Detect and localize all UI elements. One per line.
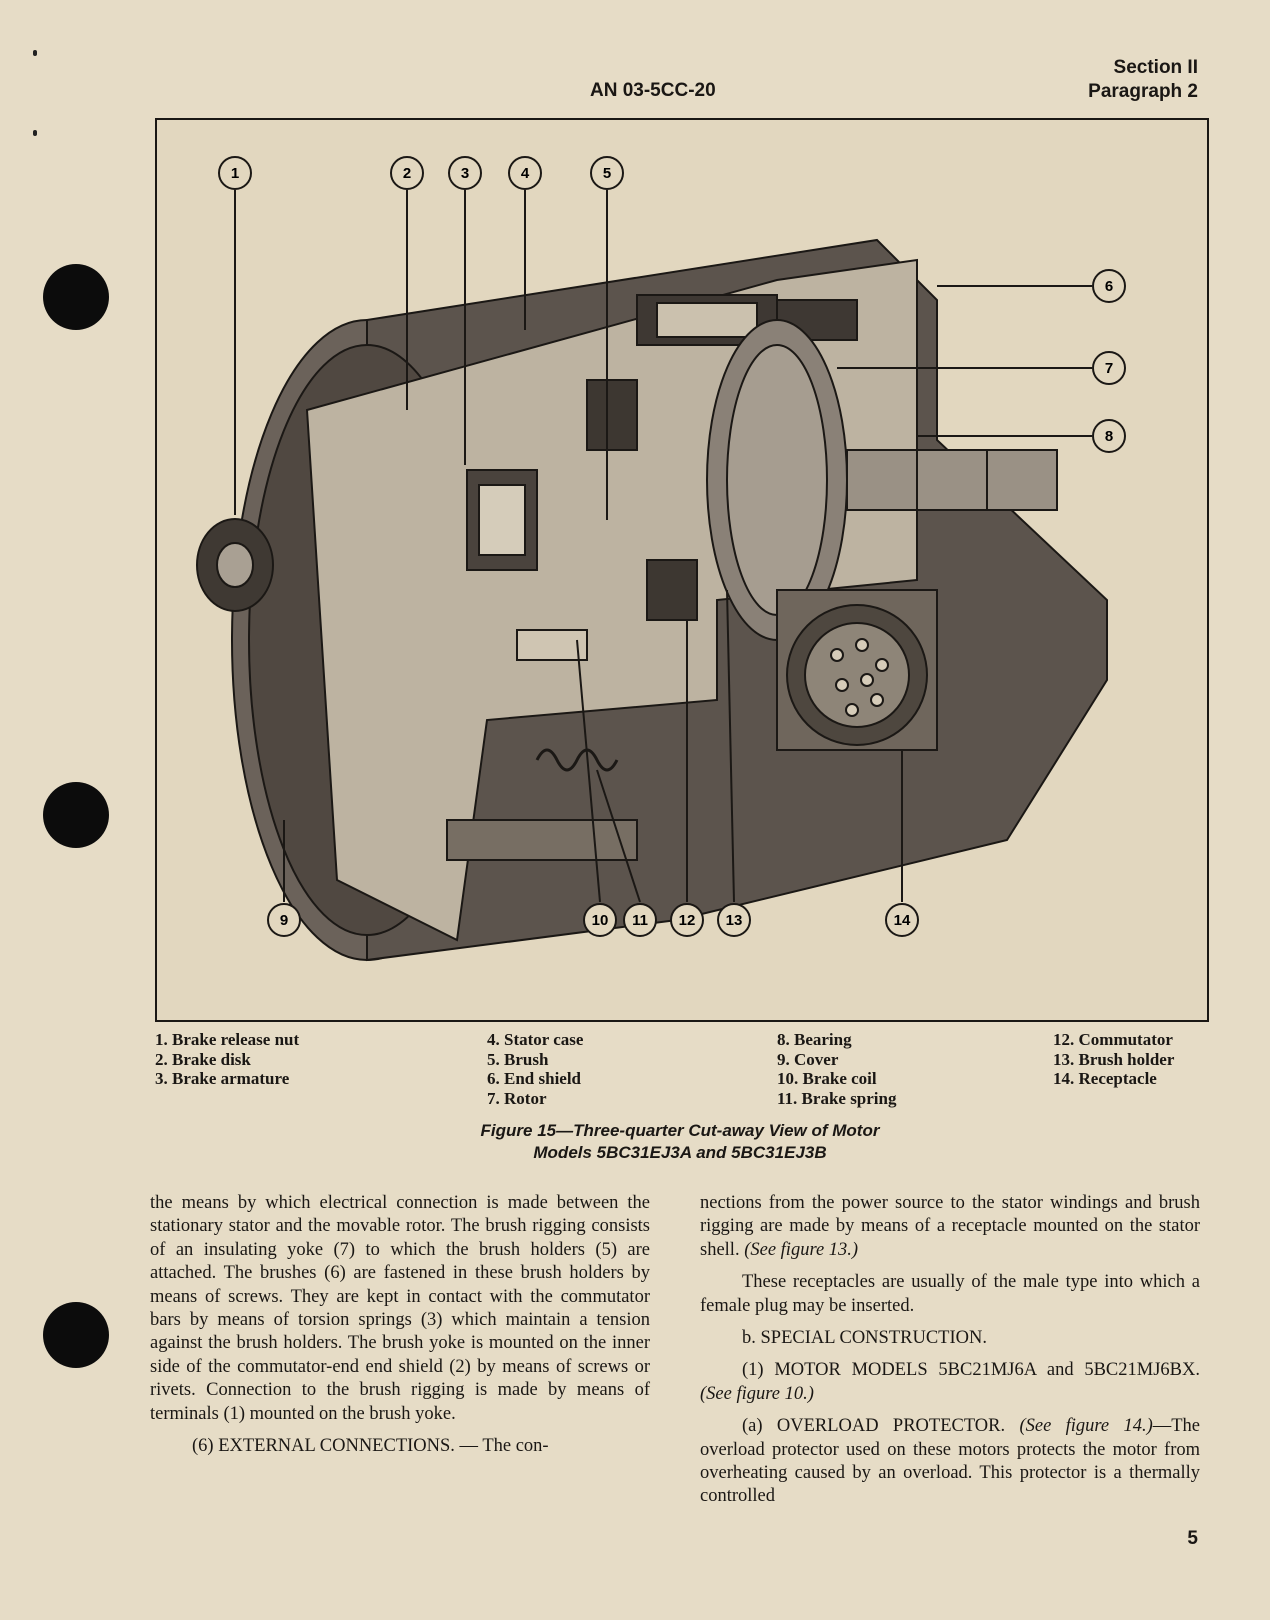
callout-9: 9	[267, 903, 301, 937]
edge-mark	[33, 50, 37, 56]
figure-legend-col4: 12. Commutator 13. Brush holder 14. Rece…	[1053, 1030, 1174, 1089]
binder-hole-middle	[43, 782, 109, 848]
paragraph-text: nections from the power source to the st…	[700, 1193, 1200, 1260]
legend-item: 1. Brake release nut	[155, 1030, 300, 1049]
overload-heading: (a) OVERLOAD PROTECTOR.	[742, 1416, 1006, 1437]
callout-label-3: 3	[461, 165, 469, 182]
callout-11: 11	[623, 903, 657, 937]
binder-hole-top	[43, 264, 109, 330]
left-text-column: the means by which electrical connection…	[150, 1192, 650, 1467]
callout-10: 10	[583, 903, 617, 937]
legend-item: 3. Brake armature	[155, 1069, 290, 1088]
callout-label-6: 6	[1105, 278, 1113, 295]
legend-item: 11. Brake spring	[777, 1088, 897, 1108]
legend-item: 2. Brake disk	[155, 1049, 251, 1069]
edge-mark	[33, 130, 37, 136]
figure-legend-col1: 1. Brake release nut 2. Brake disk 3. Br…	[155, 1030, 299, 1089]
legend-item: 10. Brake coil	[777, 1069, 877, 1088]
body-paragraph: (a) OVERLOAD PROTECTOR. (See figure 14.)…	[700, 1415, 1200, 1509]
figure-legend-col3: 8. Bearing 9. Cover 10. Brake coil 11. B…	[777, 1030, 897, 1108]
figure-reference: (See figure 14.)	[1019, 1416, 1153, 1437]
callout-label-12: 12	[679, 912, 696, 929]
paragraph-label: Paragraph 2	[1088, 81, 1198, 102]
legend-item: 12. Commutator	[1053, 1030, 1173, 1049]
figure-legend-col2: 4. Stator case 5. Brush 6. End shield 7.…	[487, 1030, 583, 1108]
motor-shaft	[846, 449, 1058, 511]
callout-12: 12	[670, 903, 704, 937]
legend-item: 8. Bearing	[777, 1030, 852, 1049]
caption-line-1: Figure 15—Three-quarter Cut-away View of…	[480, 1121, 880, 1140]
figure-reference: (See figure 10.)	[700, 1383, 814, 1404]
right-text-column: nections from the power source to the st…	[700, 1192, 1200, 1518]
figure-reference: (See figure 13.)	[744, 1239, 859, 1260]
callout-13: 13	[717, 903, 751, 937]
callout-label-1: 1	[231, 165, 239, 182]
callout-label-7: 7	[1105, 360, 1113, 377]
callout-14: 14	[885, 903, 919, 937]
motor-cutaway-drawing: 1 2 3 4 5 6 7 8 9 10 11 12 13 14	[196, 156, 1126, 962]
legend-item: 14. Receptacle	[1053, 1069, 1157, 1088]
callout-7: 7	[1092, 351, 1126, 385]
callout-label-4: 4	[521, 165, 530, 182]
body-paragraph: nections from the power source to the st…	[700, 1192, 1200, 1262]
callout-label-10: 10	[592, 912, 609, 929]
callout-2: 2	[390, 156, 424, 190]
subsection-heading: b. SPECIAL CONSTRUCTION.	[742, 1328, 987, 1349]
callout-1: 1	[218, 156, 252, 190]
callout-8: 8	[1092, 419, 1126, 453]
callout-label-5: 5	[603, 165, 611, 182]
legend-item: 6. End shield	[487, 1069, 582, 1088]
legend-item: 7. Rotor	[487, 1088, 547, 1108]
paragraph-text: —The overload protector used on these mo…	[700, 1416, 1201, 1507]
legend-item: 5. Brush	[487, 1049, 549, 1069]
brush-holder-lower	[646, 559, 698, 621]
callout-4: 4	[508, 156, 542, 190]
callout-label-8: 8	[1105, 428, 1113, 445]
callout-label-13: 13	[726, 912, 743, 929]
body-paragraph: the means by which electrical connection…	[150, 1193, 650, 1424]
callout-label-11: 11	[632, 912, 648, 929]
brush-holder-upper	[586, 379, 638, 451]
section-heading: Section II Paragraph 2	[1088, 56, 1198, 104]
callout-6: 6	[1092, 269, 1126, 303]
document-id: AN 03-5CC-20	[590, 80, 716, 101]
binder-hole-bottom	[43, 1302, 109, 1368]
brake-spring	[535, 748, 619, 772]
body-paragraph: These receptacles are usually of the mal…	[700, 1272, 1200, 1316]
callout-5: 5	[590, 156, 624, 190]
callout-label-14: 14	[894, 912, 911, 929]
legend-item: 13. Brush holder	[1053, 1049, 1175, 1069]
caption-line-2: Models 5BC31EJ3A and 5BC31EJ3B	[533, 1143, 827, 1162]
legend-item: 4. Stator case	[487, 1030, 584, 1049]
section-label: Section II	[1113, 57, 1198, 78]
callout-label-2: 2	[403, 165, 411, 182]
figure-15-illustration: 1 2 3 4 5 6 7 8 9 10 11 12 13 14	[155, 118, 1209, 1022]
figure-caption: Figure 15—Three-quarter Cut-away View of…	[155, 1120, 1205, 1164]
body-paragraph: (1) MOTOR MODELS 5BC21MJ6A and 5BC21MJ6B…	[700, 1359, 1200, 1406]
body-paragraph: (6) EXTERNAL CONNECTIONS. — The con-	[192, 1436, 549, 1457]
model-heading: (1) MOTOR MODELS 5BC21MJ6A and 5BC21MJ6B…	[742, 1360, 1200, 1381]
callout-label-9: 9	[280, 912, 288, 929]
callout-3: 3	[448, 156, 482, 190]
page-number: 5	[1187, 1528, 1198, 1549]
legend-item: 9. Cover	[777, 1049, 839, 1069]
